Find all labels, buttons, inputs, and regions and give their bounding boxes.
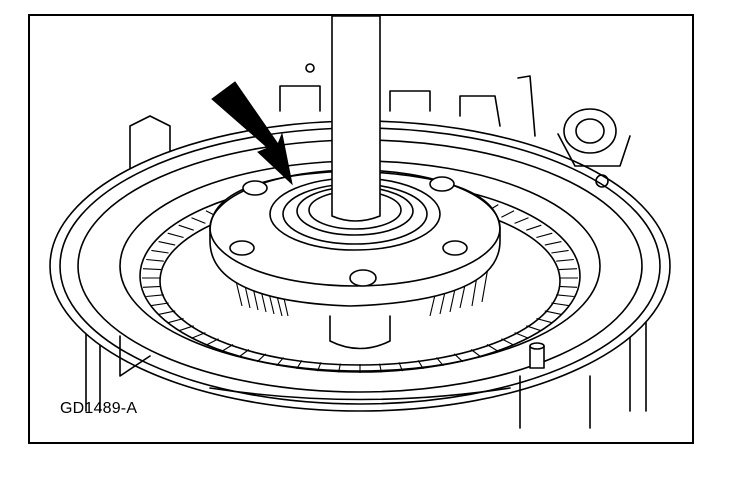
illustration-frame: GD1489-A xyxy=(28,14,694,444)
figure-code: GD1489-A xyxy=(60,400,138,417)
bushing xyxy=(557,108,631,188)
callout-arrow xyxy=(211,81,293,186)
tool-shaft xyxy=(331,16,381,222)
housing-lower xyxy=(119,335,591,429)
transmission-assembly-drawing xyxy=(49,16,671,429)
locating-pin xyxy=(529,342,545,369)
